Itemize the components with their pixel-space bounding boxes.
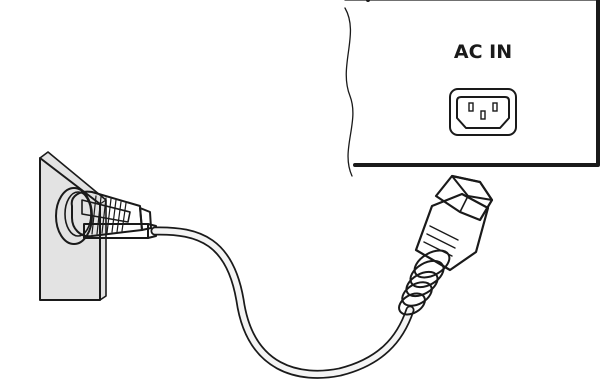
plug-top	[81, 199, 131, 223]
plug-grip-ridges	[91, 195, 127, 235]
iec-c14-inlet-icon	[449, 88, 517, 136]
wall-plate-inner	[99, 199, 107, 205]
plug-strain-relief	[139, 207, 152, 231]
panel-body	[345, 0, 598, 165]
panel-cut-edge	[344, 7, 354, 177]
cord-inner	[152, 228, 413, 378]
iec-c13-connector-icon	[398, 174, 494, 316]
inlet-pin-right	[492, 102, 498, 112]
panel-frame	[353, 0, 600, 167]
inlet-pin-left	[468, 102, 474, 112]
wall-plug-icon	[70, 190, 157, 239]
plug-neck-tip	[147, 223, 157, 239]
socket-recess-inner	[64, 191, 92, 237]
device-rear-panel: AC IN	[344, 0, 600, 177]
inlet-pin-earth	[480, 110, 486, 120]
connector-edge	[459, 195, 469, 213]
connector-face	[451, 175, 493, 201]
inlet-opening	[456, 96, 510, 129]
ac-in-label: AC IN	[454, 41, 512, 63]
power-cord	[150, 226, 415, 379]
inlet-bezel	[449, 88, 517, 136]
cord-outer	[150, 226, 415, 379]
connector-grip	[423, 225, 459, 257]
